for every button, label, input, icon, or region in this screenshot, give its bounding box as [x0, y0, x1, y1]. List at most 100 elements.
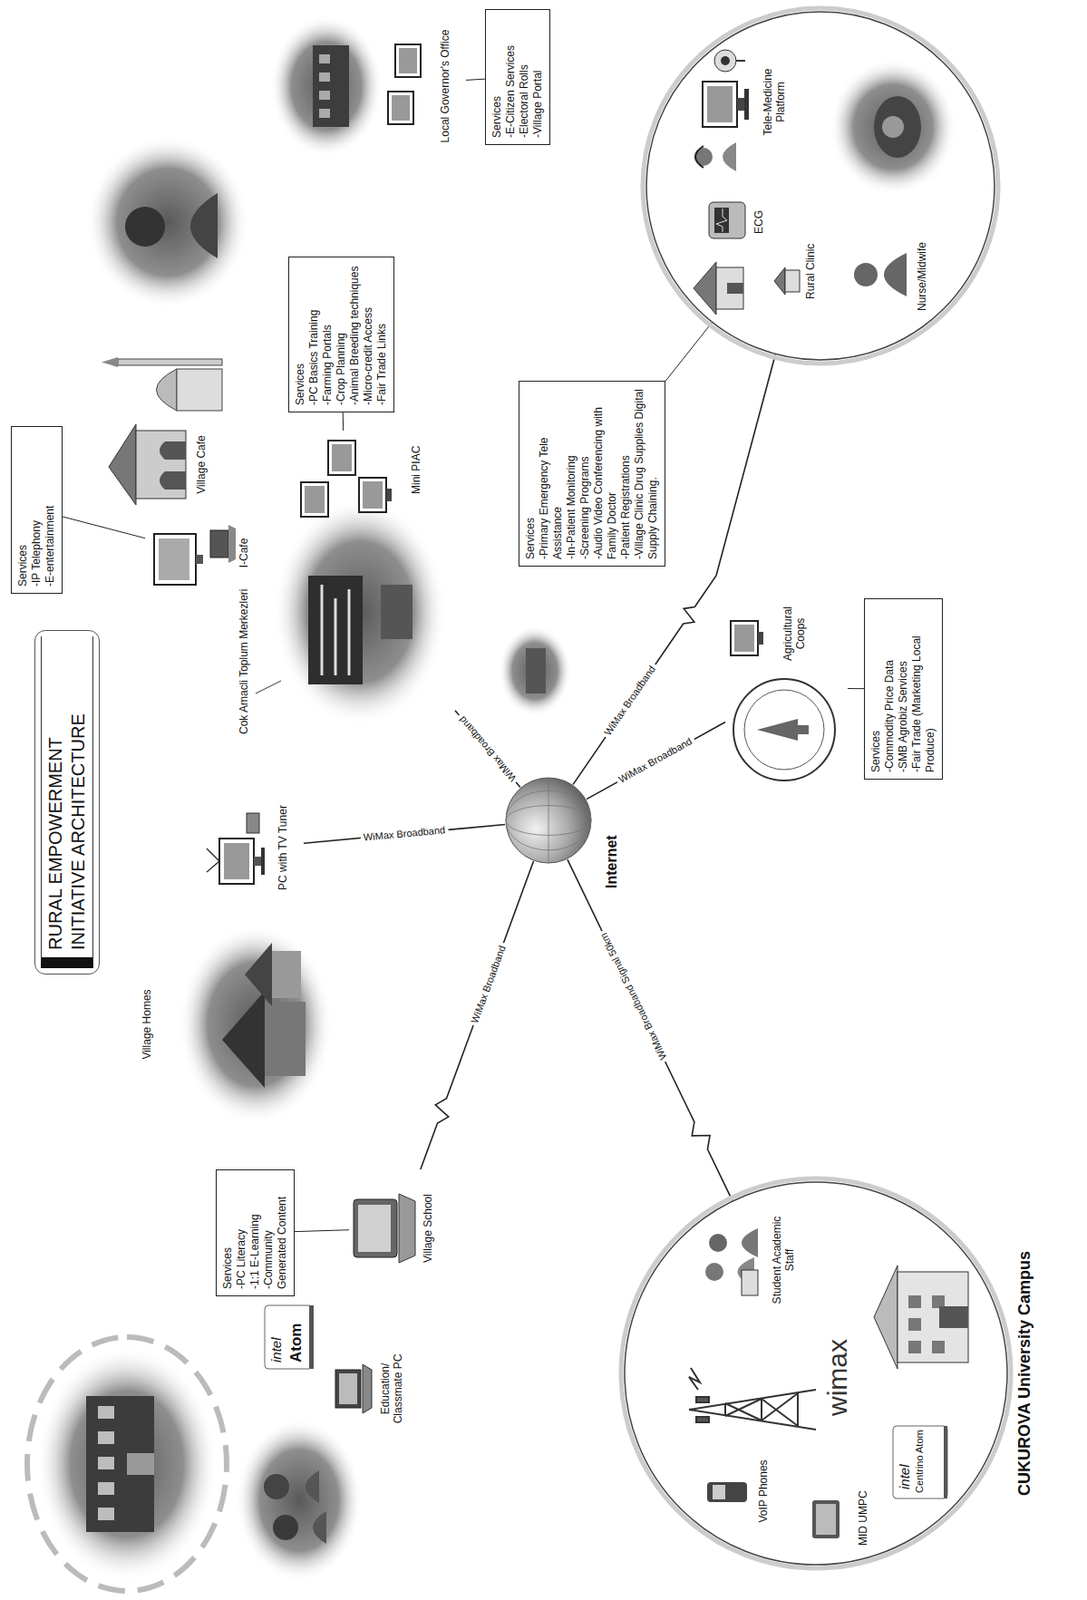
node-text: Tele-Medicine Platform: [761, 49, 788, 155]
logo-text: intel: [268, 1337, 285, 1363]
circle-outline: [504, 776, 593, 864]
nurse-figure-part: [854, 262, 878, 287]
internet-globe: Internet: [504, 776, 593, 864]
governor-computers-part: [398, 48, 418, 74]
circle-halo: [642, 8, 999, 364]
i-cafe-pc-part: [195, 554, 204, 564]
students-part: [741, 1270, 758, 1296]
nurse-figure: [854, 252, 907, 297]
webcam-part: [714, 49, 737, 72]
node-text: Nurse/Midwife: [915, 242, 929, 311]
node-label: I-Cafe: [237, 512, 251, 594]
pc-tv-tuner-part: [206, 848, 220, 862]
tele-computer-part: [744, 88, 749, 120]
node-text: Student Academic Staff: [770, 1214, 797, 1306]
services-box: Services-E-Citizen Services-Electoral Ro…: [485, 9, 551, 146]
services-box: Services-PC Basics Training-Farming Port…: [288, 256, 395, 413]
piac-computers: [300, 440, 392, 517]
wireless-link: [420, 861, 534, 1170]
pc-tv-tuner: [206, 813, 265, 884]
campus-building-part: [908, 1318, 922, 1331]
service-item: -In-Patient Monitoring: [564, 388, 579, 560]
i-cafe: I-Cafe: [145, 512, 259, 594]
service-item: -SMB Agrobiz Services: [896, 605, 911, 773]
coop-computer-part: [757, 631, 764, 645]
wimax-tower-part: [724, 1403, 727, 1417]
intel-atom-logo: [264, 1305, 314, 1369]
callout-line: [62, 516, 146, 539]
logo-text: Centrino Atom: [913, 1429, 926, 1494]
classmate-pc-part: [339, 1373, 358, 1405]
woman-photo: [86, 135, 250, 309]
students: [705, 1228, 758, 1296]
village-cafe-building-part: [135, 430, 186, 499]
mosque-part: [117, 359, 223, 366]
coop-emblem: [733, 679, 835, 781]
campus-building-part: [908, 1295, 922, 1309]
node-label: Mini PIAC: [409, 446, 423, 495]
campus-building-part: [908, 1340, 922, 1354]
i-cafe-pc: [154, 524, 236, 585]
link-label: WiMax Broadband: [455, 711, 522, 787]
circle-border: [646, 11, 995, 360]
piac-computers-part: [331, 444, 352, 472]
centrino-logo-part: [943, 1426, 948, 1499]
governor-photo: [270, 15, 383, 157]
rural-clinic-house-part: [693, 262, 717, 315]
campus-building-part: [931, 1295, 945, 1309]
students-part: [705, 1262, 724, 1282]
woman-photo-part: [125, 206, 165, 247]
village-homes-photo-part: [271, 951, 301, 999]
school-device-part: [398, 1193, 416, 1263]
service-item: -Fair Trade Links: [375, 263, 389, 406]
children-photo-part: [263, 1474, 290, 1500]
webcam-part: [720, 56, 730, 66]
wireless-link: [455, 710, 521, 788]
wimax-tower-part: [761, 1398, 798, 1427]
piac-computers-part: [304, 485, 325, 514]
pc-tv-tuner: PC with TV Tuner: [213, 793, 304, 903]
wimax-tower-part: [761, 1393, 798, 1421]
village-homes-photo: [178, 924, 333, 1125]
governor-photo-part: [319, 108, 330, 118]
diagram-title: RURAL EMPOWERMENT INITIATIVE ARCHITECTUR…: [40, 636, 94, 969]
callout-line: [847, 688, 864, 690]
piac-computers-part: [300, 482, 329, 517]
governor-computers-part: [391, 95, 410, 121]
service-item: -Village Portal: [531, 16, 545, 138]
telemedicine-circle: ECG Tele-Medicine PlatformRural Clinic Nur…: [645, 10, 996, 361]
campus-building-part: [939, 1306, 969, 1329]
piac-computers-part: [362, 481, 383, 509]
village-cafe: Village Cafe: [104, 421, 223, 508]
voip-phone-part: [712, 1484, 726, 1500]
mid-umpc-part: [815, 1504, 836, 1535]
service-item: -PC Basics Training: [307, 263, 321, 406]
centrino-logo: [892, 1426, 948, 1499]
village-homes-photo-part: [264, 1001, 306, 1077]
pc-tv-tuner-part: [261, 847, 265, 875]
piac-photo-part: [348, 589, 351, 676]
circle-outline: [623, 1181, 1009, 1566]
services-box: Services-Commodity Price Data-SMB Agrobi…: [863, 598, 943, 780]
node-text: Internet: [602, 834, 621, 889]
service-item: -E-Citizen Services: [504, 16, 518, 138]
link-photo: [498, 625, 572, 717]
title-frame: RURAL EMPOWERMENT INITIATIVE ARCHITECTUR…: [34, 630, 100, 975]
governor-computers-part: [388, 91, 414, 125]
webcam-part: [736, 59, 746, 62]
leader-line: [255, 680, 282, 694]
node-text: ECG: [752, 210, 766, 234]
device-label: Education/ Classmate PC: [378, 1339, 406, 1439]
children-photo-part: [305, 1470, 320, 1504]
wimax-tower-part: [725, 1403, 762, 1421]
pc-tv-tuner-part: [223, 843, 250, 880]
school-photo-part: [27, 1337, 227, 1592]
coop-computer-part: [734, 624, 755, 652]
node-text: Rural Clinic: [804, 243, 817, 300]
service-item: -Farming Portals: [320, 263, 335, 406]
village-cafe-building-part: [159, 471, 186, 490]
campus-building-part: [873, 1265, 898, 1369]
piac-photo-part: [273, 498, 447, 726]
node-label: Village School: [421, 1169, 435, 1288]
children-photo-part: [272, 1514, 299, 1541]
